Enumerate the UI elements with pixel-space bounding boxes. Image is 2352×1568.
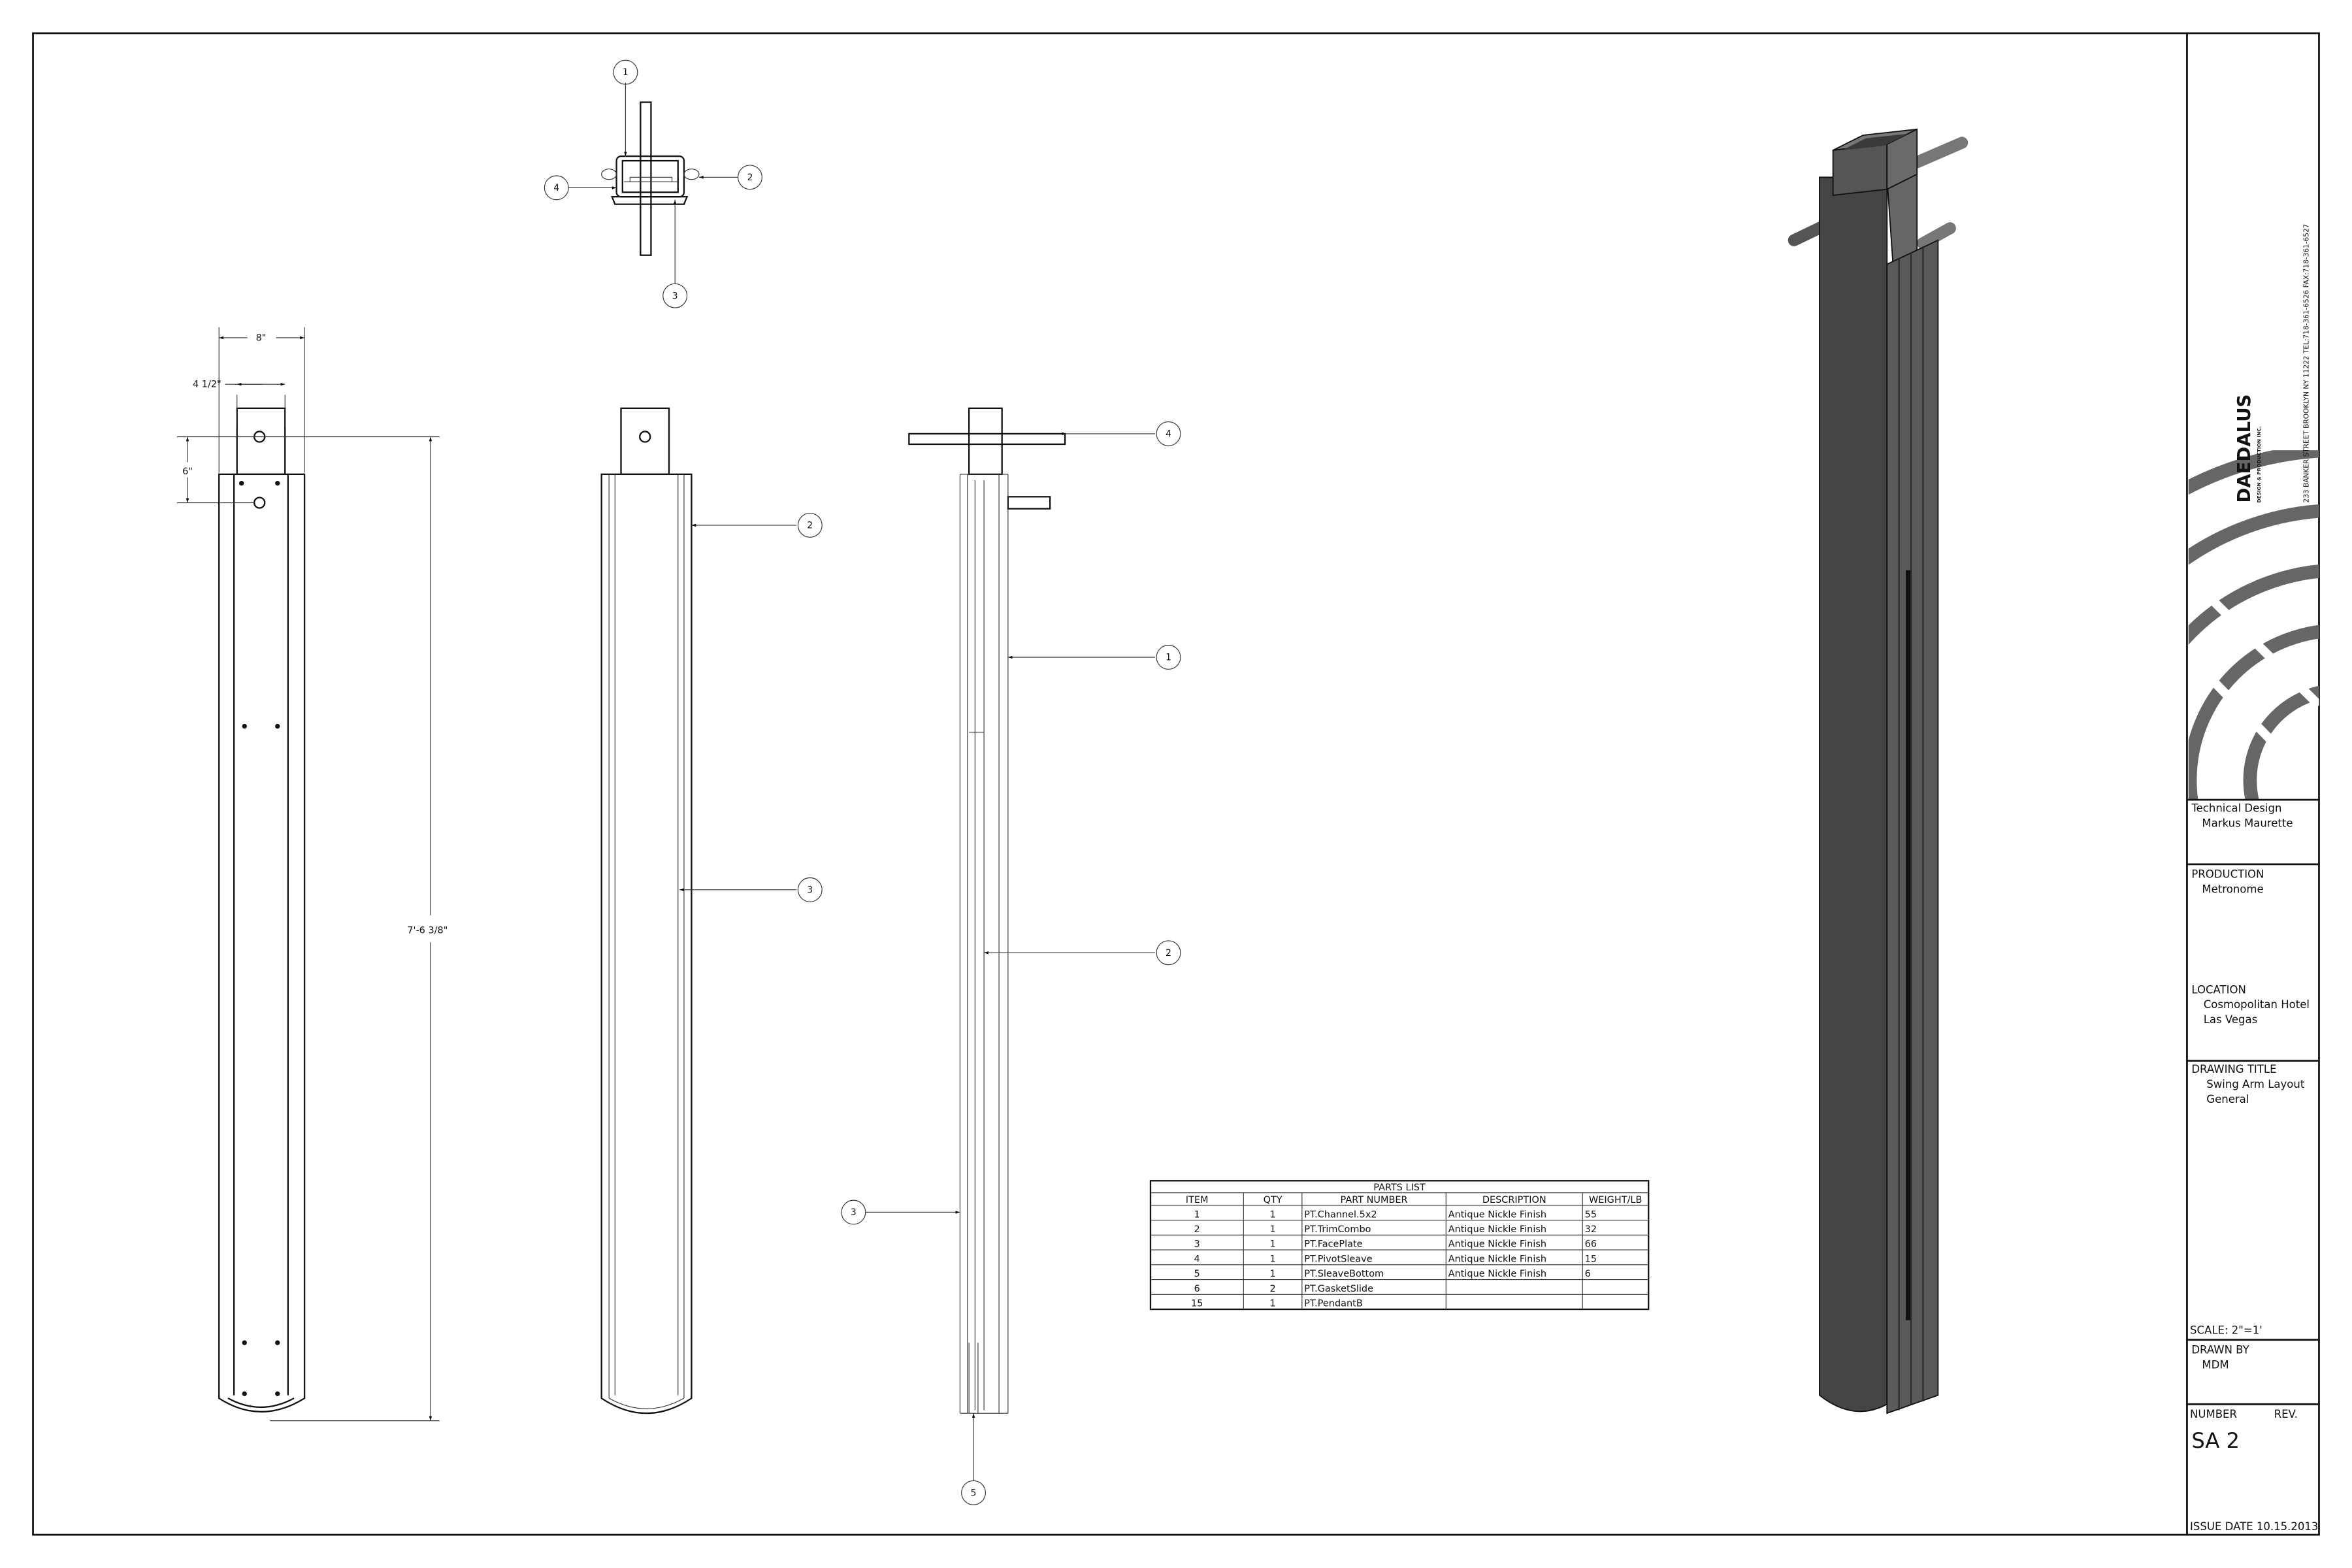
svg-text:2: 2	[1166, 948, 1171, 958]
table-cell: 1	[1269, 1299, 1275, 1309]
issue-date: ISSUE DATE 10.15.2013	[2190, 1520, 2318, 1533]
table-cell: 32	[1585, 1224, 1597, 1235]
table-cell: 1	[1269, 1254, 1275, 1264]
dimensioned-view: 8" 4 1/2" 6" 7'-6 3/8"	[176, 327, 448, 1422]
company-address: 233 BANKER STREET BROOKLYN NY 11222 TEL:…	[2302, 224, 2310, 503]
table-title: PARTS LIST	[1373, 1183, 1426, 1193]
table-cell: Antique Nickle Finish	[1448, 1254, 1546, 1264]
svg-text:DRAWING TITLE: DRAWING TITLE	[2191, 1063, 2276, 1075]
svg-text:3: 3	[851, 1207, 857, 1218]
balloon: 3	[841, 1200, 866, 1225]
dim-width: 8"	[256, 333, 267, 344]
table-cell: 66	[1585, 1239, 1597, 1250]
table-cell: Antique Nickle Finish	[1448, 1239, 1546, 1250]
table-cell: 15	[1191, 1299, 1203, 1309]
svg-text:DRAWN BY: DRAWN BY	[2191, 1343, 2249, 1356]
drawing-number: SA 2	[2191, 1428, 2240, 1453]
svg-text:3: 3	[807, 885, 813, 895]
location-line2: Las Vegas	[2204, 1013, 2258, 1026]
table-cell: 4	[1194, 1254, 1200, 1264]
top-plan-view: 1 2 3 4	[544, 59, 762, 308]
svg-text:1: 1	[1166, 653, 1171, 663]
company-logo	[2188, 450, 2319, 800]
balloon: 2	[1156, 940, 1181, 966]
table-cell: PT.PendantB	[1304, 1299, 1362, 1309]
dim-height: 7'-6 3/8"	[407, 925, 448, 936]
title-block: Technical Design Markus Maurette PRODUCT…	[2187, 798, 2319, 1533]
table-cell: 6	[1585, 1269, 1591, 1279]
production-name: Metronome	[2202, 883, 2263, 895]
column-header: ITEM	[1186, 1195, 1209, 1205]
svg-text:2: 2	[807, 521, 813, 531]
side-view: 4 1 2 3 5	[841, 407, 1181, 1505]
svg-text:Technical Design: Technical Design	[2191, 802, 2281, 814]
balloon: 2	[738, 165, 762, 190]
scale: SCALE: 2"=1'	[2190, 1324, 2262, 1336]
company-name: DAEDALUS DESIGN & PRODUCTION INC.	[2234, 395, 2262, 503]
table-cell: PT.PivotSleave	[1304, 1254, 1372, 1264]
dim-tab-width: 4 1/2"	[193, 380, 221, 390]
balloon: 1	[1156, 645, 1181, 670]
location-line1: Cosmopolitan Hotel	[2204, 998, 2310, 1011]
column-header: DESCRIPTION	[1482, 1195, 1546, 1205]
table-cell: 5	[1194, 1269, 1200, 1279]
svg-text:DAEDALUS: DAEDALUS	[2234, 395, 2255, 503]
table-cell: 2	[1269, 1284, 1275, 1294]
table-cell: Antique Nickle Finish	[1448, 1269, 1546, 1279]
table-cell: Antique Nickle Finish	[1448, 1224, 1546, 1235]
table-cell: PT.FacePlate	[1304, 1239, 1362, 1250]
front-view: 2 3	[600, 407, 823, 1414]
table-cell: PT.GasketSlide	[1304, 1284, 1373, 1294]
sheet-border	[32, 32, 2320, 1536]
svg-text:4: 4	[553, 183, 559, 193]
balloon: 4	[544, 175, 569, 201]
svg-text:1: 1	[623, 67, 629, 78]
technical-designer: Markus Maurette	[2202, 817, 2293, 829]
dim-hole-spacing: 6"	[182, 466, 193, 477]
balloon: 3	[662, 283, 688, 308]
table-cell: 6	[1194, 1284, 1200, 1294]
drawn-by: MDM	[2202, 1358, 2229, 1371]
table-cell: 15	[1585, 1254, 1597, 1264]
svg-text:DESIGN & PRODUCTION INC.: DESIGN & PRODUCTION INC.	[2256, 426, 2262, 502]
svg-text:REV.: REV.	[2274, 1408, 2298, 1420]
svg-text:3: 3	[672, 291, 678, 301]
table-frame	[1149, 1180, 1650, 1311]
table-cell: 3	[1194, 1239, 1200, 1250]
table-cell: PT.TrimCombo	[1304, 1224, 1371, 1235]
balloon: 3	[797, 877, 823, 902]
balloon: 5	[961, 1480, 986, 1505]
balloon: 4	[1156, 421, 1181, 446]
table-cell: 1	[1269, 1224, 1275, 1235]
table-cell: 1	[1269, 1209, 1275, 1220]
svg-text:LOCATION: LOCATION	[2191, 983, 2246, 996]
table-cell: PT.Channel.5x2	[1304, 1209, 1377, 1220]
table-cell: PT.SleaveBottom	[1304, 1269, 1384, 1279]
table-cell: Antique Nickle Finish	[1448, 1209, 1546, 1220]
column-header: QTY	[1264, 1195, 1282, 1205]
svg-text:2: 2	[747, 172, 753, 183]
drawing-title-line1: Swing Arm Layout	[2206, 1078, 2305, 1090]
table-cell: 55	[1585, 1209, 1597, 1220]
table-cell: 1	[1194, 1209, 1200, 1220]
svg-text:5: 5	[971, 1488, 977, 1498]
balloon: 2	[797, 513, 823, 538]
table-cell: 2	[1194, 1224, 1200, 1235]
column-header: PART NUMBER	[1341, 1195, 1408, 1205]
parts-list-table: PARTS LIST ITEM QTY PART NUMBER DESCRIPTION W…	[1149, 1180, 1650, 1311]
svg-text:PRODUCTION: PRODUCTION	[2191, 868, 2264, 880]
svg-text:NUMBER: NUMBER	[2190, 1408, 2237, 1420]
balloon: 1	[613, 59, 638, 85]
drawing-title-line2: General	[2206, 1093, 2249, 1105]
svg-text:4: 4	[1166, 429, 1171, 439]
column-header: WEIGHT/LB	[1589, 1195, 1642, 1205]
table-cell: 1	[1269, 1239, 1275, 1250]
isometric-render	[1788, 128, 1968, 1414]
table-cell: 1	[1269, 1269, 1275, 1279]
